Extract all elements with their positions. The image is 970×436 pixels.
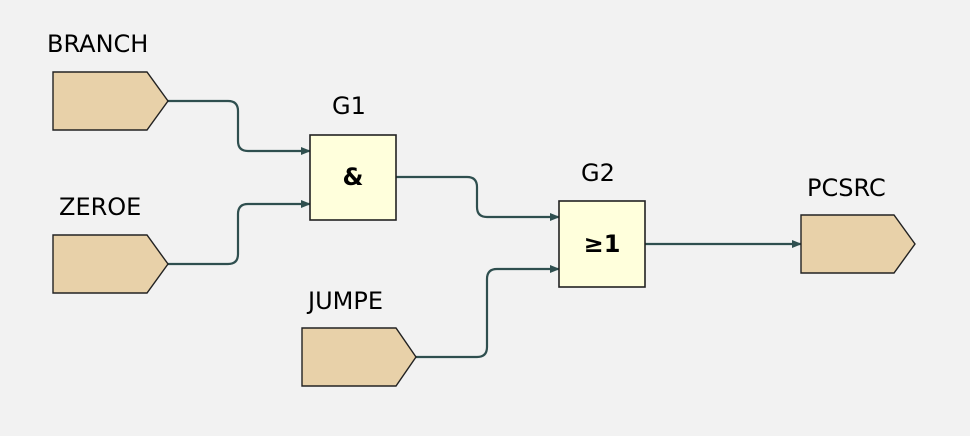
jumpe-input-port [301, 327, 417, 387]
zeroe-input-port [52, 234, 169, 294]
zeroe-label: ZEROE [59, 193, 141, 221]
pcsrc-label: PCSRC [807, 174, 886, 202]
g2-symbol: ≥1 [584, 230, 621, 258]
wire-jumpe-to-g2 [416, 265, 560, 359]
g2-or-gate [558, 200, 646, 288]
g1-label: G1 [332, 92, 366, 120]
g2-label: G2 [581, 159, 615, 187]
wire-branch-to-g1 [168, 99, 311, 155]
g1-symbol: & [343, 163, 364, 191]
wire-g1-to-g2 [396, 175, 560, 221]
pcsrc-output-port [800, 214, 916, 274]
branch-label: BRANCH [47, 30, 148, 58]
branch-input-port [52, 71, 169, 131]
g1-and-gate [309, 134, 397, 221]
wire-zeroe-to-g1 [168, 200, 311, 266]
jumpe-label: JUMPE [306, 287, 383, 315]
